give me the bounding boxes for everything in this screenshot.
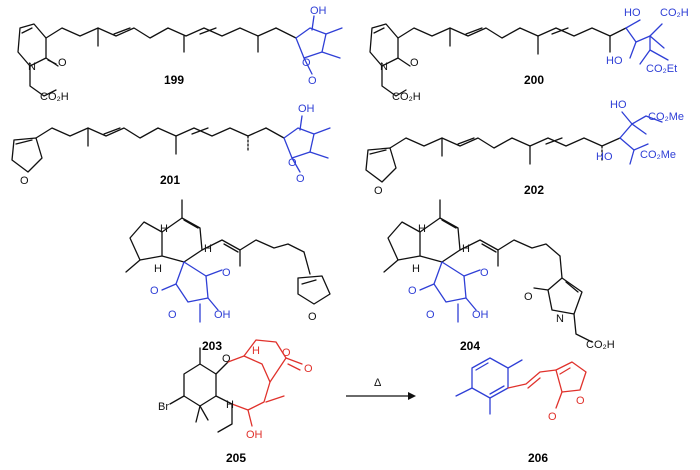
atom-o: O — [308, 75, 317, 87]
atom-h: H — [418, 223, 426, 235]
compound-200: N O CO₂H HO CO₂H HO CO₂Et 200 — [369, 7, 689, 103]
atom-n: N — [28, 61, 36, 73]
compound-number: 201 — [160, 173, 180, 187]
compound-number: 199 — [164, 73, 184, 87]
atom-o: O — [374, 185, 383, 197]
atom-o: O — [150, 285, 159, 297]
atom-co2h: CO₂H — [40, 91, 69, 103]
compound-202: O HO CO₂Me HO CO₂Me 202 — [365, 99, 684, 197]
atom-oh: OH — [298, 103, 315, 115]
atom-o: O — [304, 363, 313, 375]
atom-ho: HO — [606, 55, 623, 67]
compound-number: 200 — [524, 73, 544, 87]
atom-o: O — [58, 57, 67, 69]
atom-h: H — [226, 399, 234, 411]
atom-co2h: CO₂H — [660, 7, 689, 19]
atom-o: O — [548, 411, 557, 423]
compound-number: 204 — [460, 339, 480, 353]
atom-br: Br — [158, 401, 169, 413]
atom-o: O — [20, 175, 29, 187]
atom-oh: OH — [310, 5, 327, 17]
atom-oh: OH — [214, 309, 231, 321]
compound-number: 206 — [528, 451, 548, 465]
compound-number: 202 — [524, 183, 544, 197]
atom-h: H — [160, 223, 168, 235]
atom-o: O — [480, 267, 489, 279]
atom-n: N — [380, 61, 388, 73]
atom-o: O — [308, 311, 317, 323]
atom-h: H — [154, 263, 162, 275]
atom-h: H — [462, 243, 470, 255]
compound-number: 203 — [202, 339, 222, 353]
atom-o: O — [410, 57, 419, 69]
atom-co2h: CO₂H — [392, 91, 421, 103]
compound-205: Br O H H O O OH 205 — [158, 339, 313, 465]
compound-number: 205 — [226, 451, 246, 465]
compound-204: H H H O N CO₂H O O O OH 204 — [383, 199, 615, 353]
reaction-arrow: Δ — [346, 377, 416, 400]
atom-oh: OH — [246, 429, 263, 441]
atom-o: O — [302, 57, 311, 69]
atom-co2me: CO₂Me — [648, 111, 684, 123]
compound-203: H H H O O O O OH 203 — [125, 199, 331, 353]
compound-199: N O CO₂H OH O O 199 — [17, 5, 343, 103]
atom-o: O — [222, 353, 231, 365]
atom-h: H — [252, 345, 260, 357]
atom-co2h: CO₂H — [586, 339, 615, 351]
atom-o: O — [426, 309, 435, 321]
atom-o: O — [288, 157, 297, 169]
compound-206: O O 206 — [455, 357, 587, 465]
atom-h: H — [204, 243, 212, 255]
atom-o: O — [282, 347, 291, 359]
reaction-condition: Δ — [374, 377, 382, 389]
atom-ho: HO — [624, 7, 641, 19]
atom-o: O — [168, 309, 177, 321]
atom-ho: HO — [596, 151, 613, 163]
atom-o: O — [296, 173, 305, 185]
atom-n: N — [556, 313, 564, 325]
atom-h: H — [412, 263, 420, 275]
atom-o: O — [408, 285, 417, 297]
atom-o: O — [524, 291, 533, 303]
atom-o: O — [576, 395, 585, 407]
atom-ho: HO — [610, 99, 627, 111]
compound-201: O OH O O 201 — [11, 103, 331, 187]
atom-o: O — [222, 267, 231, 279]
atom-co2et: CO₂Et — [646, 63, 677, 75]
atom-co2me: CO₂Me — [640, 149, 676, 161]
atom-oh: OH — [472, 309, 489, 321]
